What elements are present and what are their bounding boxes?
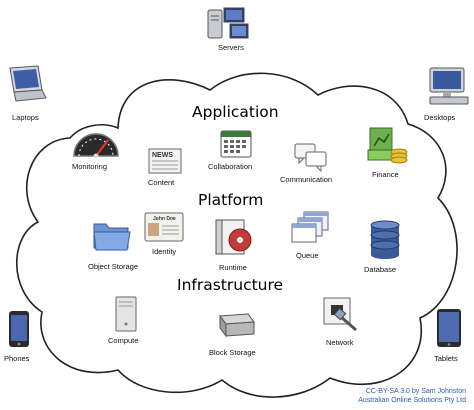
tablets-label: Tablets — [434, 354, 458, 363]
calendar-icon — [220, 130, 252, 158]
network-jack-icon — [323, 297, 357, 332]
collaboration-label: Collaboration — [208, 162, 253, 171]
speech-bubbles-icon — [294, 143, 327, 172]
server-tower-icon — [115, 296, 137, 332]
servers-label: Servers — [218, 43, 244, 52]
credit-line-1: CC-BY-SA 3.0 by Sam Johnston — [365, 388, 466, 395]
monitoring-label: Monitoring — [72, 162, 108, 171]
newspaper-masthead: NEWS — [152, 152, 173, 159]
laptops-label: Laptops — [12, 113, 39, 122]
database-label: Database — [364, 265, 397, 274]
hard-drive-icon — [219, 313, 255, 338]
layer-title-application: Application — [192, 103, 279, 121]
laptop-icon — [9, 65, 47, 102]
credit-line-2: Australian Online Solutions Pty Ltd — [358, 397, 466, 404]
servers-icon — [207, 7, 249, 39]
compute-label: Compute — [108, 336, 139, 345]
database-icon — [370, 220, 400, 259]
block-storage-label: Block Storage — [209, 348, 256, 357]
finance-label: Finance — [372, 170, 399, 179]
phone-icon — [9, 311, 29, 347]
communication-label: Communication — [280, 175, 333, 184]
gauge-icon — [73, 133, 119, 158]
layer-title-platform: Platform — [198, 191, 264, 209]
id-card-name: John Doe — [153, 216, 176, 222]
runtime-box-icon — [215, 219, 252, 255]
identity-label: Identity — [152, 247, 177, 256]
content-label: Content — [148, 178, 175, 187]
folder-icon — [93, 223, 131, 251]
queue-label: Queue — [296, 251, 319, 260]
queue-windows-icon — [291, 211, 329, 243]
layer-title-infrastructure: Infrastructure — [177, 276, 284, 294]
id-card-icon: John Doe — [144, 212, 184, 242]
money-icon — [367, 127, 408, 164]
desktops-label: Desktops — [424, 113, 456, 122]
newspaper-icon: NEWS — [148, 148, 182, 174]
network-label: Network — [326, 338, 354, 347]
phones-label: Phones — [4, 354, 30, 363]
desktop-icon — [429, 67, 469, 105]
tablet-icon — [437, 309, 461, 347]
runtime-label: Runtime — [219, 263, 247, 272]
object-storage-label: Object Storage — [88, 262, 139, 271]
